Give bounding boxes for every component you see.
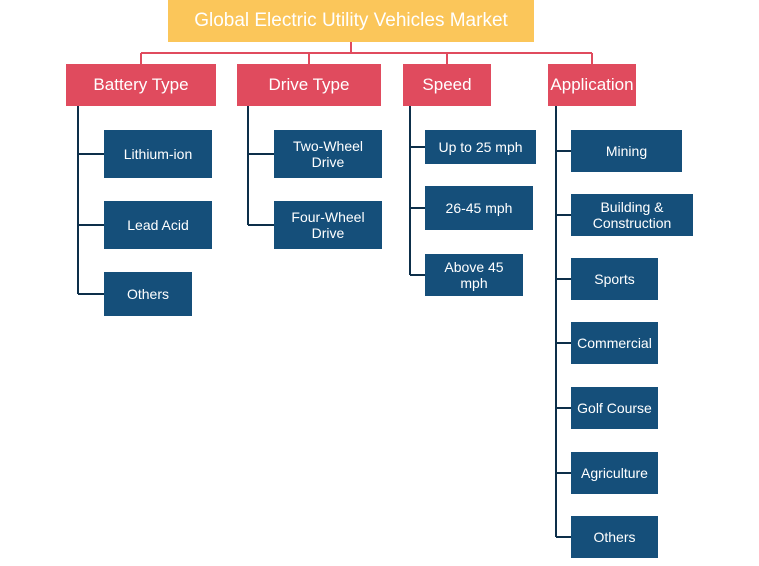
category-battery-type: Battery Type: [66, 64, 216, 106]
leaf-sports: Sports: [571, 258, 658, 300]
leaf-lead-acid: Lead Acid: [104, 201, 212, 249]
leaf-others-battery: Others: [104, 272, 192, 316]
leaf-others-application: Others: [571, 516, 658, 558]
leaf-up-to-25-mph: Up to 25 mph: [425, 130, 536, 164]
leaf-golf-course: Golf Course: [571, 387, 658, 429]
root-node: Global Electric Utility Vehicles Market: [168, 0, 534, 42]
leaf-commercial: Commercial: [571, 322, 658, 364]
category-drive-type: Drive Type: [237, 64, 381, 106]
root-connectors: [140, 42, 593, 64]
category-speed: Speed: [403, 64, 491, 106]
leaf-above-45-mph: Above 45 mph: [425, 254, 523, 296]
leaf-building-construction: Building &Construction: [571, 194, 693, 236]
category-application: Application: [548, 64, 636, 106]
leaf-mining: Mining: [571, 130, 682, 172]
leaf-agriculture: Agriculture: [571, 452, 658, 494]
child-connectors: [77, 106, 571, 538]
leaf-lithium-ion: Lithium-ion: [104, 130, 212, 178]
leaf-26-45-mph: 26-45 mph: [425, 186, 533, 230]
